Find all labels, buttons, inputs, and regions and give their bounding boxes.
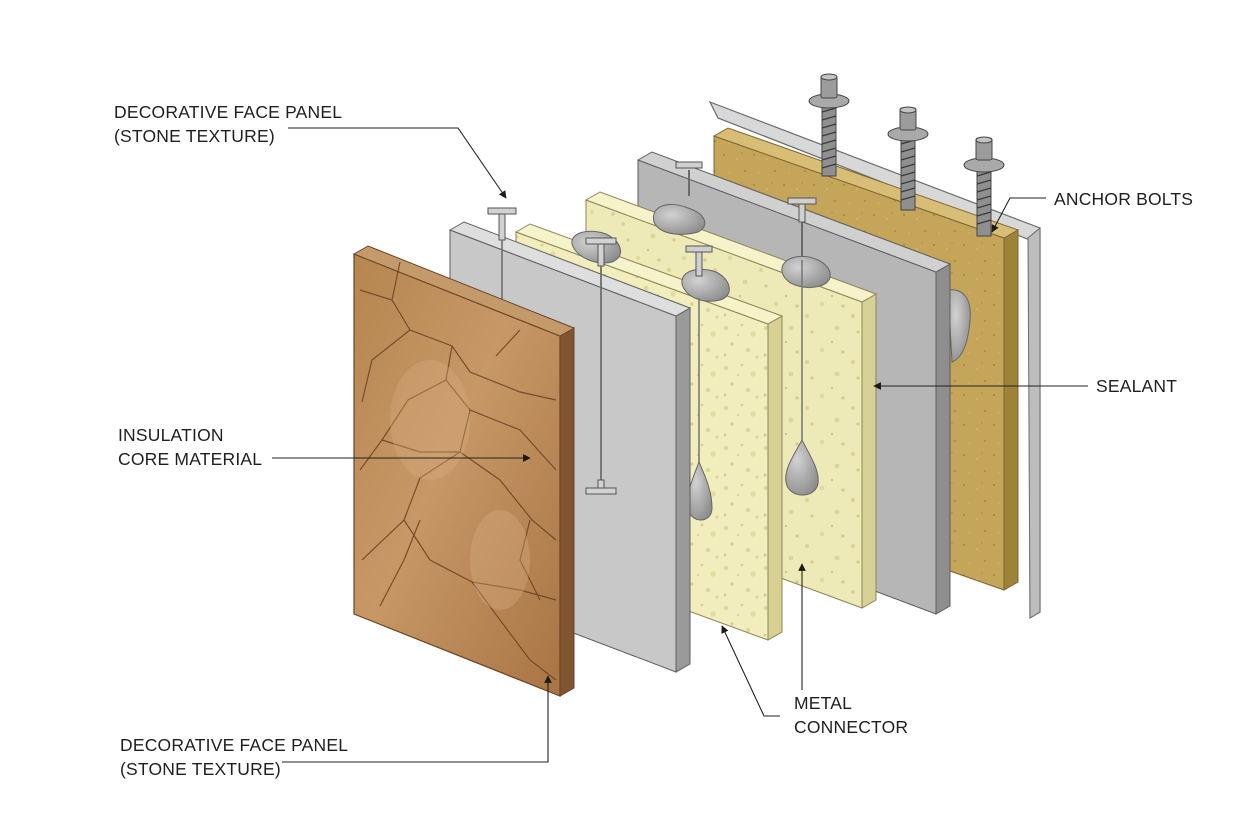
stone-highlights [390,360,530,610]
stone-veins [359,261,557,681]
anchor-bolts [808,73,1005,237]
insulation-rear-side [861,293,877,609]
anchor-bolt [808,73,850,177]
label-anchor-bolts: ANCHOR BOLTS [1054,189,1193,209]
sealant-drop [785,438,819,496]
metal-connector-leader [721,625,780,717]
stone-panel-side [559,327,575,697]
anchor-bolts-leader [991,197,1046,233]
metal-plate-top [636,151,952,273]
insulation-front-side [767,315,783,641]
label-sealant: SEALANT [1096,376,1177,396]
anchor-bolt [963,136,1005,237]
sealant-blob [947,289,971,363]
label-face-panel-top: DECORATIVE FACE PANEL (STONE TEXTURE) [114,102,347,146]
anchor-bolt [887,106,929,211]
callout-labels: DECORATIVE FACE PANEL (STONE TEXTURE) IN… [114,102,1193,779]
mounting-channel-lower [1027,226,1041,619]
face-panel-bottom-leader [282,675,552,763]
leader-lines [272,127,1088,763]
backing-board-side [1003,229,1019,591]
sealant-blob [781,256,831,288]
face-panel-top-leader [288,127,507,199]
sealant-blob [652,204,706,235]
metal-plate-side [935,263,951,615]
stone-panel-top [352,245,576,337]
label-face-panel-bottom: DECORATIVE FACE PANEL (STONE TEXTURE) [120,735,353,779]
label-metal-connector: METAL CONNECTOR [794,693,908,737]
sealant-blob [681,268,730,302]
stone-face-panel [352,245,576,697]
label-insulation: INSULATION CORE MATERIAL [118,425,262,469]
cement-board-side [675,307,691,673]
